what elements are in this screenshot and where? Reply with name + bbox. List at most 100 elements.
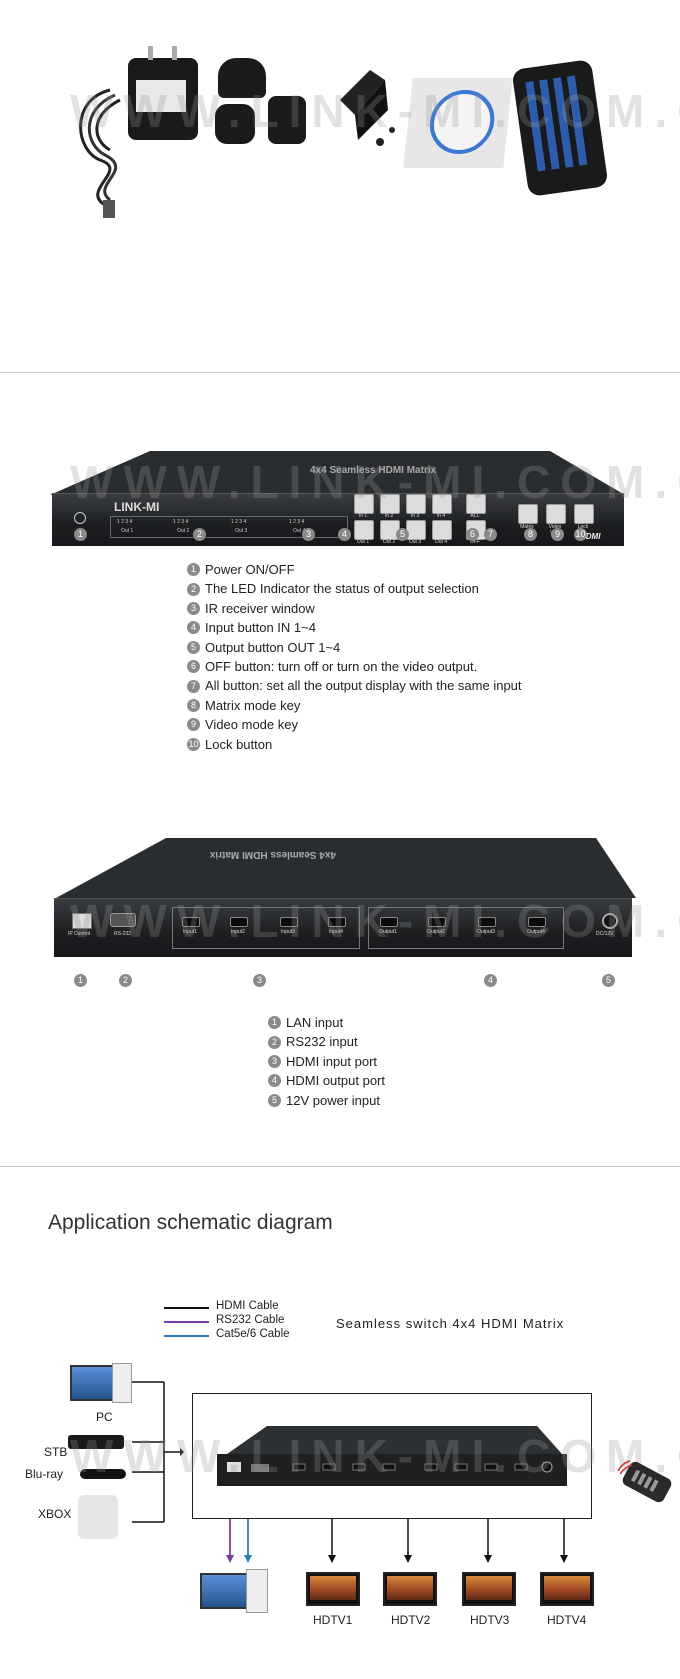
hdmi-input-port-4[interactable] bbox=[328, 917, 346, 927]
input-button-label: In 4 bbox=[436, 513, 446, 519]
hdmi-output-port-4[interactable] bbox=[528, 917, 546, 927]
lan-port[interactable] bbox=[72, 913, 92, 929]
front-device-top: 4x4 Seamless HDMI Matrix bbox=[50, 451, 625, 495]
front-panel-section: 4x4 Seamless HDMI Matrix LINK-MI 1 2 3 4… bbox=[0, 373, 680, 803]
input-button-1[interactable] bbox=[354, 494, 374, 514]
source-label-xbox: XBOX bbox=[38, 1507, 72, 1521]
output-button-3[interactable] bbox=[406, 520, 426, 540]
callout-3: 3 bbox=[302, 528, 315, 541]
hdmi-output-port-1[interactable] bbox=[380, 917, 398, 927]
legend-text: HDMI output port bbox=[286, 1073, 385, 1089]
legend-number: 9 bbox=[187, 718, 200, 732]
led-group: 1 2 3 4 bbox=[117, 519, 133, 525]
legend-text: The LED Indicator the status of output s… bbox=[205, 581, 479, 597]
pc-tower-image bbox=[112, 1363, 132, 1403]
legend-number: 8 bbox=[187, 698, 200, 712]
ir-signal-icon bbox=[617, 1460, 633, 1475]
power-cable-image bbox=[79, 88, 121, 218]
matrix-mode-button[interactable] bbox=[518, 504, 538, 524]
output-port-label: Output1 bbox=[379, 929, 397, 935]
led-group: 1 2 3 4 bbox=[289, 519, 305, 525]
hdmi-output-port-3[interactable] bbox=[478, 917, 496, 927]
callout-10: 10 bbox=[574, 528, 587, 541]
hdmi-output-port-2[interactable] bbox=[428, 917, 446, 927]
legend-number: 1 bbox=[268, 1016, 281, 1030]
hdtv-image bbox=[462, 1572, 516, 1606]
display-label-1: HDTV1 bbox=[313, 1613, 353, 1627]
legend-number: 3 bbox=[187, 601, 200, 615]
section-divider bbox=[0, 1166, 680, 1167]
input-button-3[interactable] bbox=[406, 494, 426, 514]
legend-text: RS232 input bbox=[286, 1034, 358, 1050]
brand-logo: LINK-MI bbox=[114, 500, 160, 514]
control-pc-image bbox=[200, 1573, 248, 1609]
led-group: 1 2 3 4 bbox=[231, 519, 247, 525]
output-connector-lines bbox=[226, 1519, 568, 1563]
hdmi-cable-swatch bbox=[164, 1307, 209, 1309]
watermark: WWW.LINK-MI.COM.CN bbox=[70, 85, 680, 137]
legend-text: OFF button: turn off or turn on the vide… bbox=[205, 658, 478, 674]
hdmi-logo: HDMI bbox=[580, 532, 601, 541]
hdmi-input-port-2[interactable] bbox=[230, 917, 248, 927]
all-button[interactable] bbox=[466, 494, 486, 514]
legend-number: 5 bbox=[268, 1093, 281, 1107]
callout-4: 4 bbox=[484, 974, 497, 987]
legend-number: 2 bbox=[268, 1035, 281, 1049]
front-top-text: 4x4 Seamless HDMI Matrix bbox=[310, 465, 437, 476]
input-port-label: Input1 bbox=[183, 929, 197, 935]
hdmi-input-port-3[interactable] bbox=[280, 917, 298, 927]
output-port-group bbox=[368, 907, 564, 949]
led-group-label: Out 4 bbox=[293, 528, 306, 534]
legend-number: 4 bbox=[268, 1074, 281, 1088]
legend-number: 6 bbox=[187, 660, 200, 674]
application-section: Application schematic diagram HDMI Cable… bbox=[0, 1167, 680, 1679]
output-button-label: Out 1 bbox=[356, 539, 370, 545]
dc-power-jack[interactable] bbox=[602, 913, 618, 929]
led-group-label: Out 1 bbox=[121, 528, 134, 534]
input-button-2[interactable] bbox=[380, 494, 400, 514]
legend-text: Matrix mode key bbox=[205, 697, 301, 713]
output-button-4[interactable] bbox=[432, 520, 452, 540]
all-button-label: ALL bbox=[470, 513, 480, 519]
output-button-label: Out 4 bbox=[434, 539, 448, 545]
power-button[interactable] bbox=[74, 512, 86, 524]
lock-button[interactable] bbox=[574, 504, 594, 524]
diagram-subtitle: Seamless switch 4x4 HDMI Matrix bbox=[336, 1316, 565, 1331]
matrix-diagram-box bbox=[192, 1393, 592, 1519]
cable-legend-label: RS232 Cable bbox=[216, 1314, 285, 1326]
watermark: WWW.LINK-MI.COM.CN bbox=[70, 895, 680, 947]
output-port-label: Output2 bbox=[427, 929, 445, 935]
callout-1: 1 bbox=[74, 528, 87, 541]
output-button-1[interactable] bbox=[354, 520, 374, 540]
legend-text: All button: set all the output display w… bbox=[205, 678, 522, 694]
cat-cable-swatch bbox=[164, 1335, 209, 1337]
legend-text: Lock button bbox=[205, 736, 273, 752]
rear-device-top: 4x4 Seamless HDMI Matrix bbox=[56, 838, 636, 898]
rs232-label: RS-232 bbox=[114, 931, 131, 937]
watermark: WWW.LINK-MI.COM.CN bbox=[70, 1430, 680, 1482]
output-button-label: Out 3 bbox=[408, 539, 422, 545]
callout-8: 8 bbox=[524, 528, 537, 541]
led-group-label: Out 3 bbox=[235, 528, 248, 534]
video-wall-mode-button[interactable] bbox=[546, 504, 566, 524]
callout-5: 5 bbox=[602, 974, 615, 987]
input-port-label: Input4 bbox=[329, 929, 343, 935]
source-connector-lines bbox=[132, 1381, 184, 1523]
hdmi-input-port-1[interactable] bbox=[182, 917, 200, 927]
control-pc-tower-image bbox=[246, 1569, 268, 1613]
callout-3: 3 bbox=[253, 974, 266, 987]
rs232-port[interactable] bbox=[110, 913, 136, 927]
power-adapter-image bbox=[128, 46, 198, 140]
ip-control-label: IP Control bbox=[68, 931, 91, 937]
dc-power-label: DC/12V bbox=[596, 931, 614, 937]
matrix-mode-label: Matrix bbox=[520, 524, 534, 530]
input-button-4[interactable] bbox=[432, 494, 452, 514]
watermark: WWW.LINK-MI.COM.CN bbox=[70, 456, 680, 508]
